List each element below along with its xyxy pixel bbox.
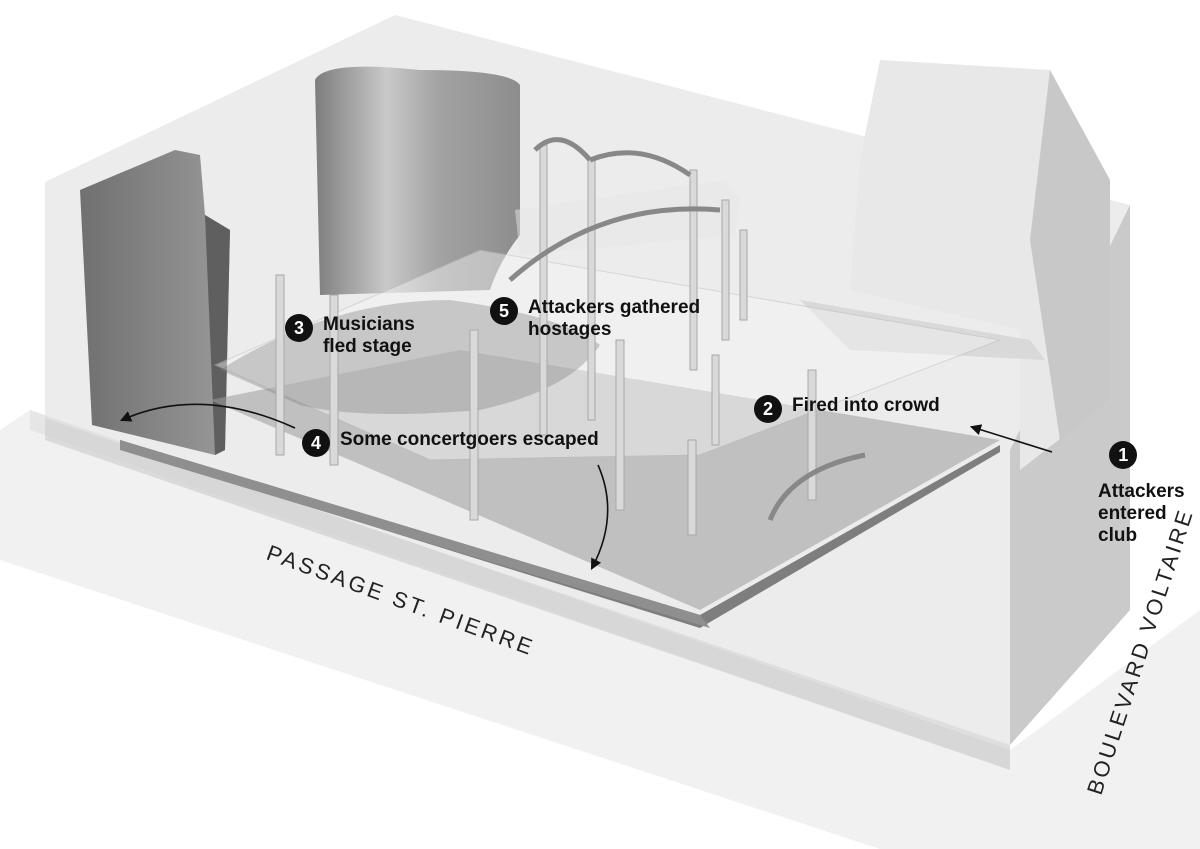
entry-arrow: [969, 424, 1053, 453]
callout-3: 3 Musicians fled stage: [285, 314, 415, 358]
label-fired-into-crowd: Fired into crowd: [792, 395, 940, 416]
neighbor-building: [800, 60, 1110, 470]
floor-slab: [120, 350, 1000, 628]
marker-5: 5: [490, 297, 518, 325]
label-attackers-gathered-hostages: Attackers gathered hostages: [528, 297, 701, 340]
marker-3: 3: [285, 314, 313, 342]
marker-1: 1: [1109, 441, 1138, 469]
left-wall: [80, 150, 230, 455]
columns: [275, 144, 817, 536]
escape-arrows: [119, 403, 609, 570]
stairwell-cylinder: [315, 66, 520, 296]
callout-2: 2 Fired into crowd: [754, 395, 940, 423]
marker-4: 4: [302, 429, 330, 457]
callout-4: 4 Some concertgoers escaped: [302, 429, 599, 457]
label-musicians-fled-stage: Musicians fled stage: [323, 314, 415, 357]
curved-walls: [508, 137, 866, 521]
label-attackers-entered-club: Attackers entered club: [1098, 481, 1185, 546]
marker-2: 2: [754, 395, 782, 423]
label-some-concertgoers-escaped: Some concertgoers escaped: [340, 429, 599, 450]
callout-5: 5 Attackers gathered hostages: [490, 297, 700, 341]
callout-1: 1 Attackers entered club: [1062, 441, 1185, 547]
